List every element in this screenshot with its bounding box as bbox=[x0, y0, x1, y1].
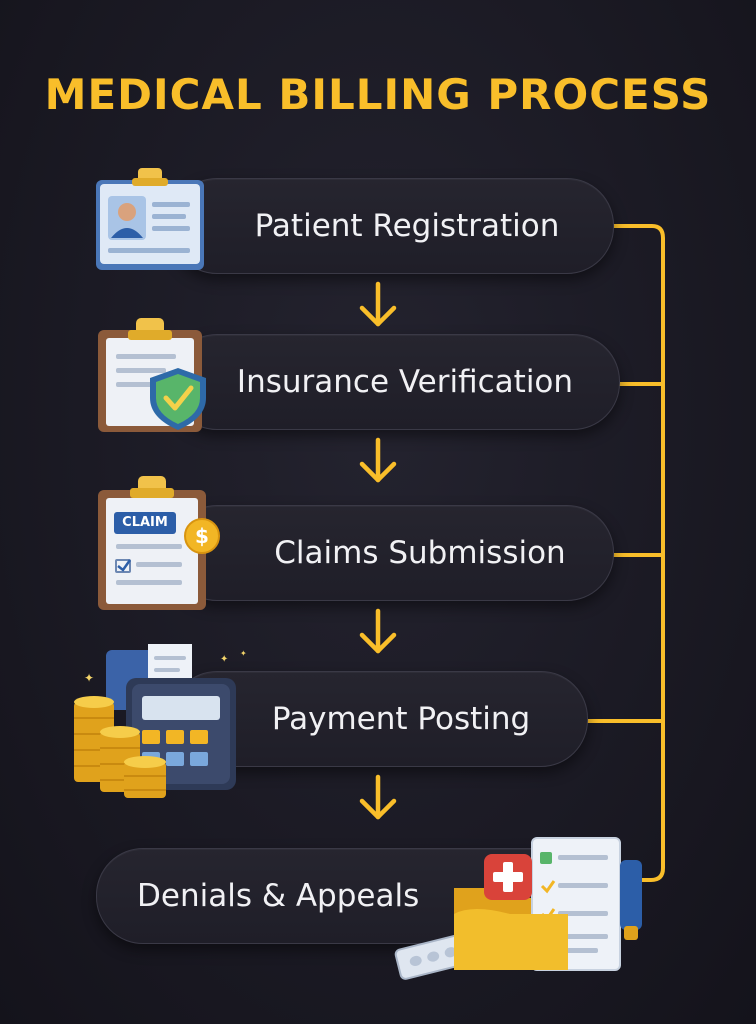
claim-tag: CLAIM bbox=[122, 515, 168, 530]
step-insurance-verification: Insurance Verification bbox=[170, 334, 620, 430]
folder-documents-medical-icon bbox=[394, 837, 642, 980]
step-payment-posting: Payment Posting bbox=[170, 671, 588, 767]
patient-id-card-icon bbox=[96, 168, 204, 270]
step-label: Patient Registration bbox=[254, 208, 560, 244]
step-label: Insurance Verification bbox=[236, 364, 574, 400]
step-claims-submission: Claims Submission bbox=[170, 505, 614, 601]
down-arrow-icon bbox=[359, 774, 397, 820]
step-label: Payment Posting bbox=[271, 701, 531, 737]
down-arrow-icon bbox=[359, 281, 397, 327]
step-label: Claims Submission bbox=[274, 535, 566, 571]
svg-text:✦: ✦ bbox=[84, 671, 94, 685]
step-label: Denials & Appeals bbox=[137, 878, 420, 914]
down-arrow-icon bbox=[359, 608, 397, 654]
svg-text:✦: ✦ bbox=[240, 649, 247, 658]
dollar-sign-icon: $ bbox=[195, 524, 209, 548]
calculator-coins-receipt-icon: ✦ ✦ ✦ bbox=[74, 644, 247, 798]
page-title: MEDICAL BILLING PROCESS bbox=[44, 70, 712, 119]
down-arrow-icon bbox=[359, 437, 397, 483]
svg-text:✦: ✦ bbox=[220, 654, 228, 665]
step-patient-registration: Patient Registration bbox=[170, 178, 614, 274]
clipboard-shield-check-icon bbox=[98, 318, 206, 432]
claim-clipboard-dollar-icon: CLAIM $ bbox=[94, 474, 224, 614]
